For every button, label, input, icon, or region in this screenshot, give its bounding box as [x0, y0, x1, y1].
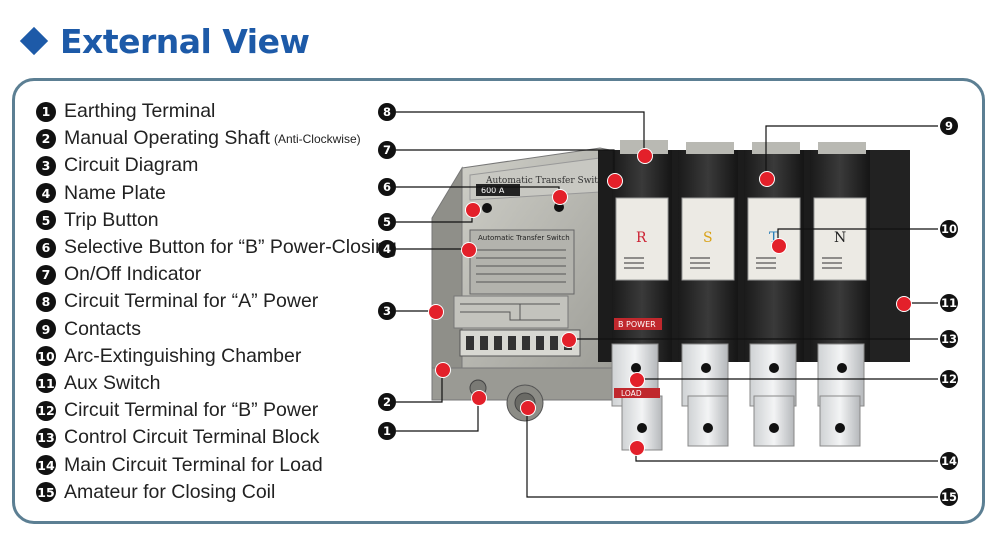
- legend-item-6: 6 Selective Button for “B” Power-Closing: [36, 234, 397, 261]
- legend-item-11: 11 Aux Switch: [36, 370, 397, 397]
- legend-label: Manual Operating Shaft: [64, 127, 270, 150]
- load-text: LOAD: [621, 389, 642, 398]
- legend-label: Circuit Diagram: [64, 154, 199, 177]
- phase-s-label: S: [703, 230, 713, 246]
- marker-dot-12: [629, 372, 645, 388]
- number-badge-icon: 10: [36, 346, 56, 367]
- number-badge-icon: 4: [36, 183, 56, 204]
- phase-chamber-r: [615, 197, 669, 281]
- marker-dot-3: [428, 304, 444, 320]
- legend-label: Trip Button: [64, 208, 159, 231]
- callout-tag-5: 5: [378, 213, 396, 231]
- legend-item-15: 15 Amateur for Closing Coil: [36, 479, 397, 506]
- callout-tag-3: 3: [378, 302, 396, 320]
- legend-item-13: 13 Control Circuit Terminal Block: [36, 424, 397, 451]
- page-title: External View: [18, 16, 310, 66]
- callout-tag-15: 15: [940, 488, 958, 506]
- legend-item-7: 7 On/Off Indicator: [36, 261, 397, 288]
- number-badge-icon: 7: [36, 264, 56, 285]
- legend-label: Circuit Terminal for “A” Power: [64, 290, 319, 313]
- marker-dot-4: [461, 242, 477, 258]
- legend-label: Amateur for Closing Coil: [64, 480, 276, 503]
- callout-tag-12: 12: [940, 370, 958, 388]
- number-badge-icon: 3: [36, 155, 56, 176]
- callout-tag-1: 1: [378, 422, 396, 440]
- rating-text: 600 A: [481, 186, 505, 195]
- callout-tag-11: 11: [940, 294, 958, 312]
- legend-item-12: 12 Circuit Terminal for “B” Power: [36, 397, 397, 424]
- number-badge-icon: 15: [36, 482, 56, 503]
- b-power-tag: [614, 318, 662, 330]
- callout-tag-4: 4: [378, 240, 396, 258]
- marker-dot-7: [607, 173, 623, 189]
- number-badge-icon: 11: [36, 373, 56, 394]
- title-text: External View: [60, 21, 310, 61]
- callout-tag-7: 7: [378, 141, 396, 159]
- control-box: Automatic Transfer Switch 600 A Automati…: [431, 147, 621, 422]
- phase-n-label: N: [834, 230, 846, 246]
- number-badge-icon: 2: [36, 128, 56, 149]
- number-badge-icon: 1: [36, 101, 56, 122]
- marker-dot-9: [759, 171, 775, 187]
- callout-tag-2: 2: [378, 393, 396, 411]
- legend-item-8: 8 Circuit Terminal for “A” Power: [36, 288, 397, 315]
- marker-dot-11: [896, 296, 912, 312]
- callout-tag-13: 13: [940, 330, 958, 348]
- legend-note: (Anti-Clockwise): [273, 131, 361, 146]
- number-badge-icon: 12: [36, 400, 56, 421]
- legend-label: Earthing Terminal: [64, 100, 216, 123]
- callout-tag-10: 10: [940, 220, 958, 238]
- number-badge-icon: 6: [36, 237, 56, 258]
- legend-item-14: 14 Main Circuit Terminal for Load: [36, 451, 397, 478]
- marker-dot-14: [629, 440, 645, 456]
- legend-label: Name Plate: [64, 181, 166, 204]
- legend-item-9: 9 Contacts: [36, 316, 397, 343]
- legend-item-3: 3 Circuit Diagram: [36, 152, 397, 179]
- legend-list: 1 Earthing Terminal 2 Manual Operating Sha…: [36, 98, 397, 506]
- legend-label: Selective Button for “B” Power-Closing: [64, 236, 397, 259]
- marker-dot-6: [552, 189, 568, 205]
- number-badge-icon: 14: [36, 455, 56, 476]
- marker-dot-15: [520, 400, 536, 416]
- number-badge-icon: 5: [36, 210, 56, 231]
- number-badge-icon: 13: [36, 427, 56, 448]
- marker-dot-2: [435, 362, 451, 378]
- name-plate: [469, 229, 575, 295]
- phase-chamber-n: [813, 197, 867, 281]
- switch-body: R S T N B POWER: [598, 140, 910, 362]
- callout-tag-6: 6: [378, 178, 396, 196]
- legend-label: Aux Switch: [64, 371, 161, 394]
- number-badge-icon: 8: [36, 291, 56, 312]
- legend-label: On/Off Indicator: [64, 263, 202, 286]
- marker-dot-1: [471, 390, 487, 406]
- legend-item-5: 5 Trip Button: [36, 207, 397, 234]
- callout-tag-8: 8: [378, 103, 396, 121]
- legend-label: Contacts: [64, 317, 141, 340]
- legend-item-2: 2 Manual Operating Shaft(Anti-Clockwise): [36, 125, 397, 152]
- terminal-bars: LOAD: [611, 343, 865, 451]
- plate-title-text: Automatic Transfer Switch: [478, 234, 570, 242]
- phase-t-label: T: [769, 230, 779, 246]
- legend-item-10: 10 Arc-Extinguishing Chamber: [36, 343, 397, 370]
- marker-dot-13: [561, 332, 577, 348]
- marker-dot-10: [771, 238, 787, 254]
- legend-label: Circuit Terminal for “B” Power: [64, 399, 319, 422]
- legend-label: Main Circuit Terminal for Load: [64, 453, 323, 476]
- phase-chamber-s: [681, 197, 735, 281]
- number-badge-icon: 9: [36, 319, 56, 340]
- legend-item-4: 4 Name Plate: [36, 180, 397, 207]
- top-label-text: Automatic Transfer Switch: [485, 176, 609, 186]
- callout-tag-9: 9: [940, 117, 958, 135]
- phase-r-label: R: [636, 230, 647, 246]
- marker-dot-8: [637, 148, 653, 164]
- marker-dot-5: [465, 202, 481, 218]
- legend-label: Arc-Extinguishing Chamber: [64, 344, 302, 367]
- b-power-text: B POWER: [618, 320, 656, 329]
- callout-tag-14: 14: [940, 452, 958, 470]
- legend-item-1: 1 Earthing Terminal: [36, 98, 397, 125]
- legend-label: Control Circuit Terminal Block: [64, 426, 320, 449]
